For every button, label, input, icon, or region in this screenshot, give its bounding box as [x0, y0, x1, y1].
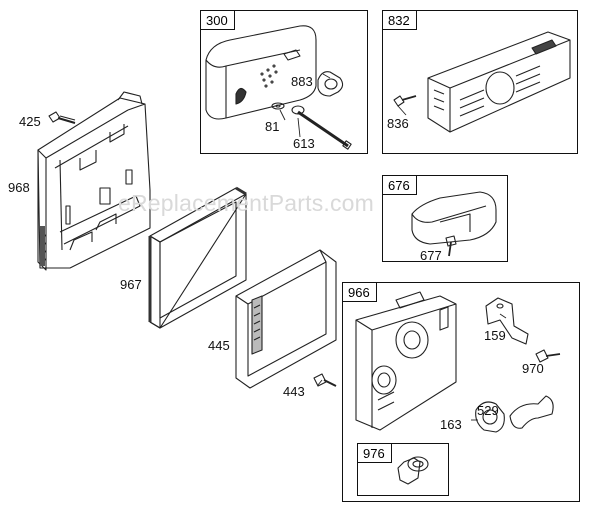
pre-cleaner-967 [148, 186, 247, 329]
part-label-425: 425 [19, 114, 41, 129]
bolt-613 [297, 110, 352, 150]
elbow-529 [509, 395, 554, 429]
air-cleaner-base-968 [37, 91, 151, 271]
group-tag-300: 300 [201, 11, 235, 30]
group-tag-976: 976 [358, 444, 392, 463]
part-label-163: 163 [440, 417, 462, 432]
part-label-677: 677 [420, 248, 442, 263]
air-filter-445 [235, 249, 337, 389]
screw-970 [535, 349, 561, 363]
muffler-guard-832 [427, 31, 571, 133]
part-label-529: 529 [477, 403, 499, 418]
part-label-883: 883 [291, 74, 313, 89]
watermark-text: eReplacementParts.com [118, 190, 375, 216]
adapter-976 [397, 456, 429, 485]
part-label-970: 970 [522, 361, 544, 376]
bracket-159 [485, 297, 529, 345]
group-tag-832: 832 [383, 11, 417, 30]
part-label-836: 836 [387, 116, 409, 131]
deflector-676 [411, 191, 497, 245]
part-label-443: 443 [283, 384, 305, 399]
muffler-300 [205, 25, 317, 120]
group-box-976: 976 [357, 443, 449, 496]
gasket-883 [317, 71, 344, 97]
gasket-163 [475, 401, 505, 433]
group-tag-966: 966 [343, 283, 377, 302]
screw-443 [313, 373, 337, 387]
screw-836 [393, 95, 417, 107]
part-label-613: 613 [293, 136, 315, 151]
group-tag-676: 676 [383, 176, 417, 195]
group-box-300: 300 [200, 10, 368, 154]
part-label-445: 445 [208, 338, 230, 353]
part-label-159: 159 [484, 328, 506, 343]
screw-677 [445, 235, 457, 257]
washer-81 [271, 102, 305, 115]
screw-425 [48, 111, 76, 124]
group-box-832: 832 [382, 10, 578, 154]
part-label-81: 81 [265, 119, 280, 134]
blower-housing-966 [355, 291, 457, 431]
part-label-967: 967 [120, 277, 142, 292]
leader-lines [279, 73, 507, 421]
part-label-968: 968 [8, 180, 30, 195]
